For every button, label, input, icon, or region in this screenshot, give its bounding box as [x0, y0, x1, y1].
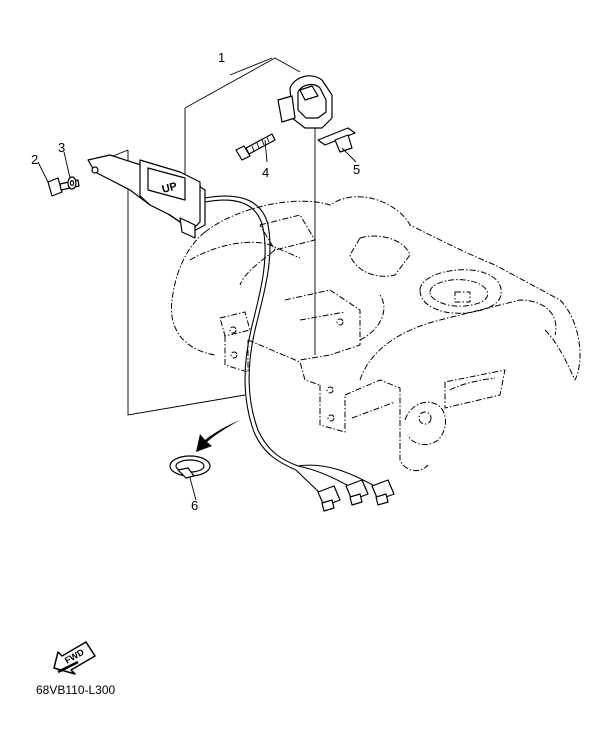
callout-6: 6	[191, 498, 198, 513]
trim-sensor-clamp	[277, 75, 333, 129]
band-clamp-part-6	[169, 455, 211, 479]
switch-up-label: UP	[161, 180, 179, 196]
callout-5: 5	[353, 162, 360, 177]
fwd-arrow-icon: FWD	[53, 641, 96, 675]
screw-part-4	[235, 133, 276, 161]
callout-1: 1	[218, 50, 225, 65]
callout-3: 3	[58, 140, 65, 155]
callout-leaders	[37, 139, 357, 501]
engine-bracket-outline	[170, 196, 581, 472]
callout-4: 4	[262, 165, 269, 180]
wiring-harness	[204, 195, 395, 512]
install-direction-arrow	[196, 420, 240, 452]
callout-2: 2	[31, 152, 38, 167]
plate-part-5	[317, 127, 356, 153]
washer-part-3	[67, 176, 77, 190]
diagram-code: 68VB110-L300	[36, 683, 116, 697]
trim-switch: UP	[87, 154, 206, 239]
